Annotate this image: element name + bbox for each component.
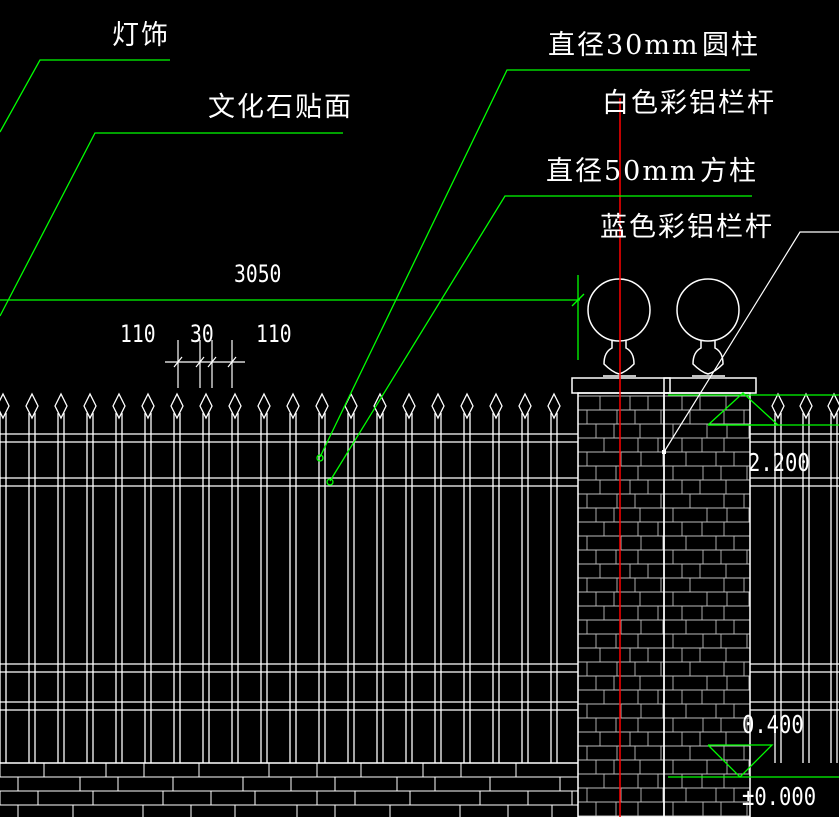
fence-picket: [799, 392, 813, 763]
label-blue-rail: 蓝色彩铝栏杆: [600, 212, 774, 243]
fence-picket: [25, 392, 39, 763]
fence-picket: [286, 392, 300, 763]
leader-cultural-stone: [0, 132, 343, 317]
fence-picket: [344, 392, 358, 763]
stone-pier-right: [663, 377, 757, 817]
fence-picket: [827, 392, 839, 763]
fence-picket: [141, 392, 155, 763]
label-light-fixture: 灯饰: [112, 20, 170, 51]
picket-spacing-dimension: [165, 340, 245, 388]
dim-right-gap: 110: [256, 320, 292, 348]
leader-dot-square-post: [326, 478, 334, 486]
label-square-post: 方柱: [700, 156, 758, 187]
dim-tick-3050: [571, 293, 585, 307]
label-round-post-diameter: 直径30mm: [548, 30, 700, 61]
fence-picket: [315, 392, 329, 763]
fence-pickets: [0, 392, 839, 763]
fence-rails: [0, 433, 839, 711]
fence-picket: [373, 392, 387, 763]
dim-bar-width: 30: [190, 320, 214, 348]
leader-light-fixture: [0, 59, 170, 133]
fence-picket: [170, 392, 184, 763]
fence-picket: [54, 392, 68, 763]
leader-round-post: [319, 69, 750, 458]
elev-top-marker: [707, 392, 780, 426]
fence-picket: [771, 392, 785, 763]
leader-dot-round-post: [316, 454, 324, 462]
fence-picket: [431, 392, 445, 763]
leader-square-post: [329, 195, 752, 482]
stone-base-wall: [0, 762, 578, 817]
fence-picket: [112, 392, 126, 763]
label-round-post: 圆柱: [702, 30, 760, 61]
leader-blue-rail: [663, 231, 839, 453]
label-cultural-stone: 文化石贴面: [208, 92, 353, 123]
ball-light-right: [676, 278, 740, 377]
fence-picket: [228, 392, 242, 763]
leader-blue-rail-end: [662, 450, 666, 454]
dim-total-width: 3050: [234, 260, 282, 288]
elevation-top: 2.200: [748, 448, 810, 477]
dim-left-gap: 110: [120, 320, 156, 348]
fence-picket: [547, 392, 561, 763]
ball-light-left: [587, 278, 651, 377]
fence-picket: [402, 392, 416, 763]
fence-picket: [83, 392, 97, 763]
fence-picket: [257, 392, 271, 763]
fence-picket: [460, 392, 474, 763]
fence-picket: [0, 392, 10, 763]
elevation-base: 0.400: [742, 710, 804, 739]
label-white-rail: 白色彩铝栏杆: [602, 88, 776, 119]
fence-picket: [489, 392, 503, 763]
fence-picket: [518, 392, 532, 763]
stone-pier-pattern: [577, 395, 750, 817]
elev-base-marker: [707, 744, 774, 778]
elevation-ground: ±0.000: [742, 782, 817, 811]
leader-lines: [0, 59, 839, 778]
fence-picket: [199, 392, 213, 763]
label-square-post-diameter: 直径50mm: [546, 156, 698, 187]
